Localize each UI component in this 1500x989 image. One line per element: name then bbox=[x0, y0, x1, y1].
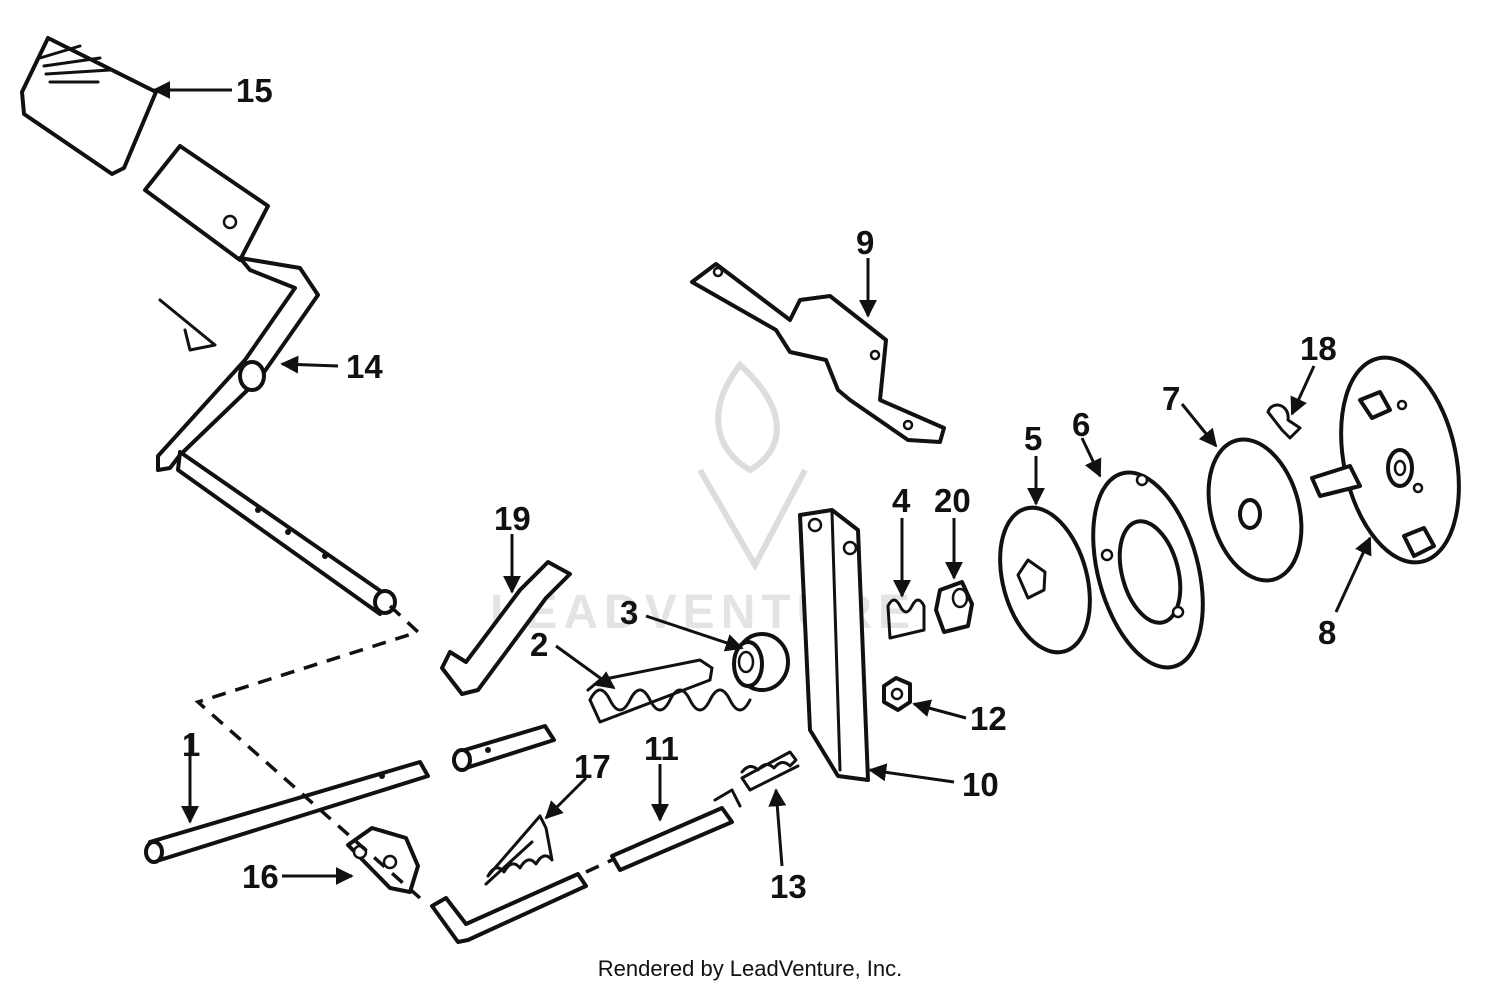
nut bbox=[882, 676, 912, 712]
callout-15: 15 bbox=[236, 72, 273, 109]
callout-17: 17 bbox=[574, 748, 611, 785]
cotter-pin bbox=[1266, 403, 1302, 440]
callout-14: 14 bbox=[346, 348, 383, 385]
callout-9: 9 bbox=[856, 224, 874, 261]
pedal-pad bbox=[20, 36, 158, 176]
bushing bbox=[934, 580, 974, 634]
spring-large bbox=[586, 658, 752, 724]
callout-5: 5 bbox=[1024, 420, 1042, 457]
footer-credit: Rendered by LeadVenture, Inc. bbox=[598, 956, 903, 981]
spring-small bbox=[886, 598, 926, 640]
leader-lines bbox=[152, 81, 1372, 885]
callout-18: 18 bbox=[1300, 330, 1337, 367]
callout-3: 3 bbox=[620, 594, 638, 631]
callout-2: 2 bbox=[530, 626, 548, 663]
pedal-arm bbox=[143, 144, 397, 616]
bearing bbox=[732, 632, 790, 692]
cross-shaft bbox=[144, 724, 556, 864]
pressure-plate bbox=[1206, 437, 1304, 583]
callout-20: 20 bbox=[934, 482, 971, 519]
lever-plate bbox=[346, 826, 420, 894]
brake-bracket bbox=[798, 508, 870, 782]
clip bbox=[440, 560, 572, 696]
callout-11: 11 bbox=[644, 730, 679, 767]
brake-ring bbox=[1091, 470, 1205, 670]
callout-4: 4 bbox=[892, 482, 911, 519]
callout-10: 10 bbox=[962, 766, 999, 803]
callout-7: 7 bbox=[1162, 380, 1180, 417]
watermark-flame-icon bbox=[715, 360, 780, 474]
callout-19: 19 bbox=[494, 500, 531, 537]
bracket bbox=[690, 262, 946, 444]
callout-1: 1 bbox=[182, 726, 200, 763]
link-spring bbox=[484, 814, 554, 886]
callout-8: 8 bbox=[1318, 614, 1336, 651]
spring-lower bbox=[740, 750, 800, 792]
callout-6: 6 bbox=[1072, 406, 1090, 443]
assembly-dashed-line-rod bbox=[585, 858, 613, 874]
callouts: 15 14 9 18 7 6 5 4 20 8 19 3 2 12 10 1 1… bbox=[182, 72, 1337, 905]
callout-12: 12 bbox=[970, 700, 1007, 737]
brake-disc bbox=[998, 505, 1092, 655]
callout-13: 13 bbox=[770, 868, 807, 905]
assembly-dashed-line bbox=[194, 604, 422, 900]
hub-plate bbox=[1310, 355, 1461, 565]
watermark-v-icon bbox=[697, 468, 808, 572]
brake-rod bbox=[430, 788, 742, 944]
callout-16: 16 bbox=[242, 858, 279, 895]
